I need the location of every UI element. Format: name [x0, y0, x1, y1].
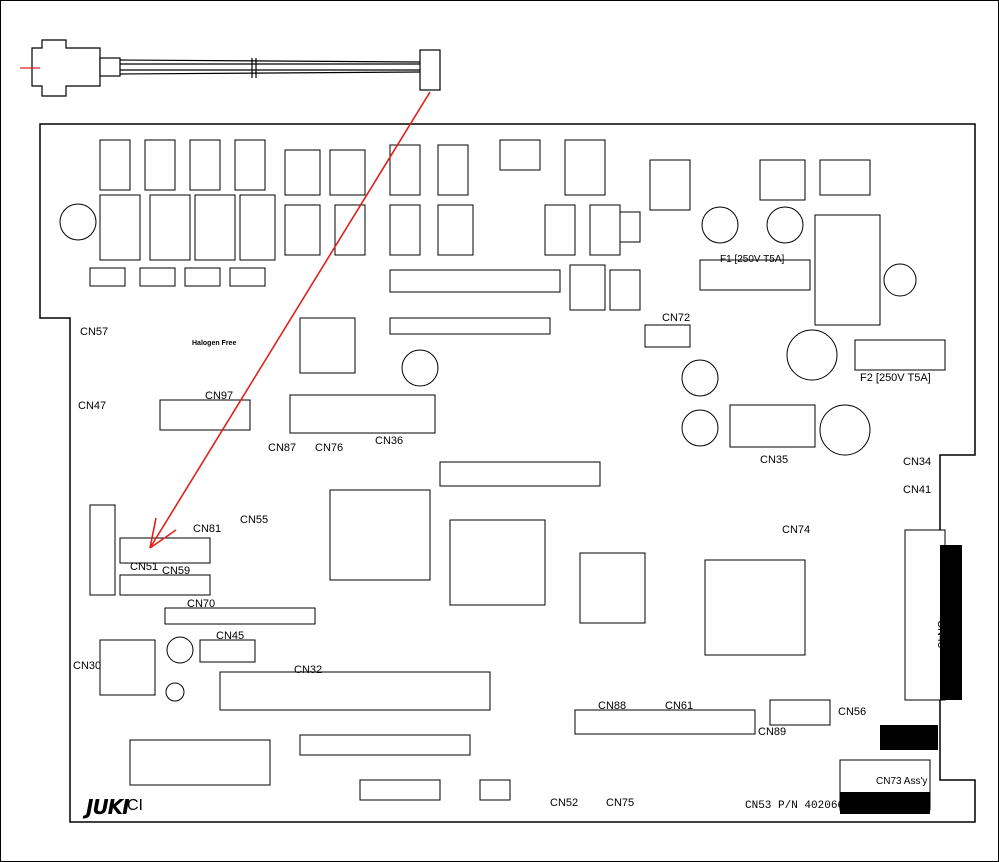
connector-label: CN36: [375, 435, 404, 447]
connector-label: CN76: [315, 442, 344, 454]
connector-label: CN89: [758, 726, 787, 738]
connector-label: CN75: [606, 797, 635, 809]
connector-label: CN47: [78, 400, 107, 412]
connector-label: CN51: [130, 561, 159, 573]
connector-label: CN32: [294, 664, 323, 676]
connector-label: CN81: [193, 523, 222, 535]
connector-label: CN72: [662, 312, 691, 324]
ci-label: CI: [127, 797, 143, 814]
connector-label: CN45: [216, 630, 245, 642]
connector-label: CN87: [268, 442, 297, 454]
connector-label: CN34: [903, 456, 932, 468]
connector-label: CN61: [665, 700, 694, 712]
connector-label: CN97: [205, 390, 234, 402]
connector-label: CN59: [162, 565, 191, 577]
connector-label: CN88: [598, 700, 627, 712]
connector-label: CN43: [935, 620, 947, 649]
connector-label: CN35: [760, 454, 789, 466]
fuse2-label: F2 [250V T5A]: [860, 372, 931, 384]
cable-plug-right: [419, 49, 441, 91]
cable-assembly: [20, 39, 441, 97]
connector-label: CN70: [187, 598, 216, 610]
solid-blocks: [840, 545, 962, 814]
cable-plug-left: [31, 39, 101, 97]
connector-label: CN41: [903, 484, 932, 496]
connector-label: CN74: [782, 524, 811, 536]
connector-label: CN57: [80, 326, 109, 338]
fuse1-label: F1 [250V T5A]: [720, 254, 785, 265]
cable-plug-collar: [99, 57, 121, 77]
pcb-outline: [39, 123, 976, 823]
part-number-label: CN53 P/N 40206661: [745, 800, 858, 812]
connection-arrow: [149, 91, 431, 549]
assy-label: CN73 Ass'y: [876, 776, 928, 787]
components: [59, 139, 946, 811]
connector-label: CN55: [240, 514, 269, 526]
brand-logo: JUKI: [86, 795, 130, 819]
connector-label: CN52: [550, 797, 579, 809]
cable-wires: [119, 59, 421, 75]
connector-label: CN56: [838, 706, 867, 718]
halogen-free-label: Halogen Free: [192, 340, 237, 347]
connector-label: CN30: [73, 660, 102, 672]
